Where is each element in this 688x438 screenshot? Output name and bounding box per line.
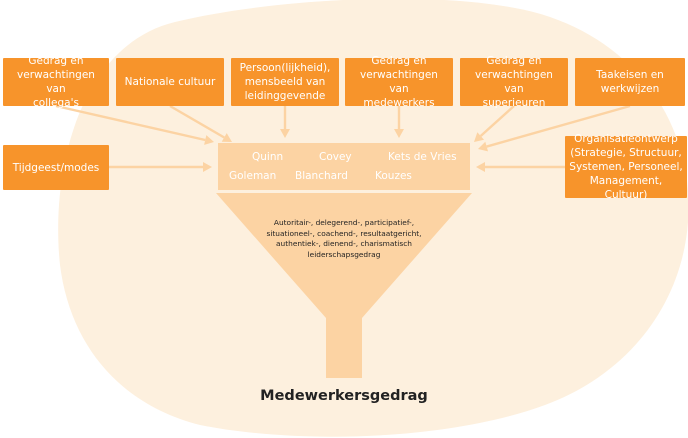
arrow-line: [169, 104, 225, 139]
author-quinn: Quinn: [252, 151, 284, 163]
arrow-head: [474, 132, 485, 142]
influence-line: superieuren: [482, 97, 546, 109]
influence-line: werkwijzen: [600, 83, 660, 95]
authors-panel: Quinn Covey Kets de Vries Goleman Blanch…: [218, 143, 470, 190]
influence-box-superiors: Gedrag en verwachtingen van superieuren: [460, 55, 568, 109]
arrow-line: [55, 104, 206, 142]
author-goleman: Goleman: [229, 170, 277, 182]
influence-line: verwachtingen van: [475, 69, 553, 95]
influence-box-zeitgeist: Tijdgeest/modes: [3, 145, 109, 190]
styles-line: authentiek-, dienend-, charismatisch: [276, 239, 412, 249]
influence-box-personality: Persoon(lijkheid), mensbeeld van leiding…: [231, 58, 339, 106]
influence-box-employees: Gedrag en verwachtingen van medewerkers: [345, 55, 453, 109]
influence-line: verwachtingen van: [17, 69, 95, 95]
arrow-head: [478, 141, 489, 152]
author-kets-de-vries: Kets de Vries: [388, 151, 457, 163]
arrow-head: [204, 135, 214, 145]
influence-line: collega's: [33, 97, 79, 109]
influence-line: Nationale cultuur: [124, 76, 216, 88]
arrow-line: [486, 104, 631, 148]
influence-box-colleagues: Gedrag en verwachtingen van collega's: [3, 55, 109, 109]
styles-line: leiderschapsgedrag: [307, 249, 381, 259]
author-kouzes: Kouzes: [375, 170, 412, 182]
influence-box-national-culture: Nationale cultuur: [116, 58, 224, 106]
arrow-head: [476, 162, 485, 172]
influence-box-tasks: Taakeisen en werkwijzen: [575, 58, 685, 106]
styles-line: Autoritair-, delegerend-, participatief-…: [273, 218, 415, 227]
influence-line: mensbeeld van: [244, 76, 326, 88]
author-blanchard: Blanchard: [295, 170, 348, 182]
arrows-group: [55, 104, 631, 172]
influence-line: (Strategie, Structuur,: [570, 147, 682, 159]
influence-line: Management, Cultuur): [589, 175, 663, 201]
arrow-head: [221, 133, 232, 142]
arrow-head: [203, 162, 212, 172]
influence-line: leidinggevende: [244, 90, 326, 102]
influence-line: Gedrag en: [371, 55, 427, 67]
influence-line: medewerkers: [363, 97, 435, 109]
influence-line: Gedrag en: [28, 55, 84, 67]
author-covey: Covey: [319, 151, 352, 163]
influence-line: Persoon(lijkheid),: [239, 62, 331, 74]
funnel-shape: [216, 193, 472, 378]
arrow-line: [479, 105, 515, 137]
influence-line: Taakeisen en: [596, 69, 664, 81]
influence-line: Gedrag en: [486, 55, 542, 67]
influence-line: Systemen, Personeel,: [569, 161, 683, 173]
arrow-head: [394, 129, 404, 138]
leadership-styles-text: Autoritair-, delegerend-, participatief-…: [246, 218, 442, 260]
influence-line: Organisatieontwerp: [574, 133, 678, 145]
result-label: Medewerkersgedrag: [260, 388, 428, 404]
arrow-head: [280, 129, 290, 138]
styles-line: situationeel-, coachend-, resultaatgeric…: [266, 228, 422, 238]
influence-line: verwachtingen van: [360, 69, 438, 95]
influence-line: Tijdgeest/modes: [12, 161, 100, 174]
influence-box-organisation-design: Organisatieontwerp (Strategie, Structuur…: [565, 133, 687, 201]
